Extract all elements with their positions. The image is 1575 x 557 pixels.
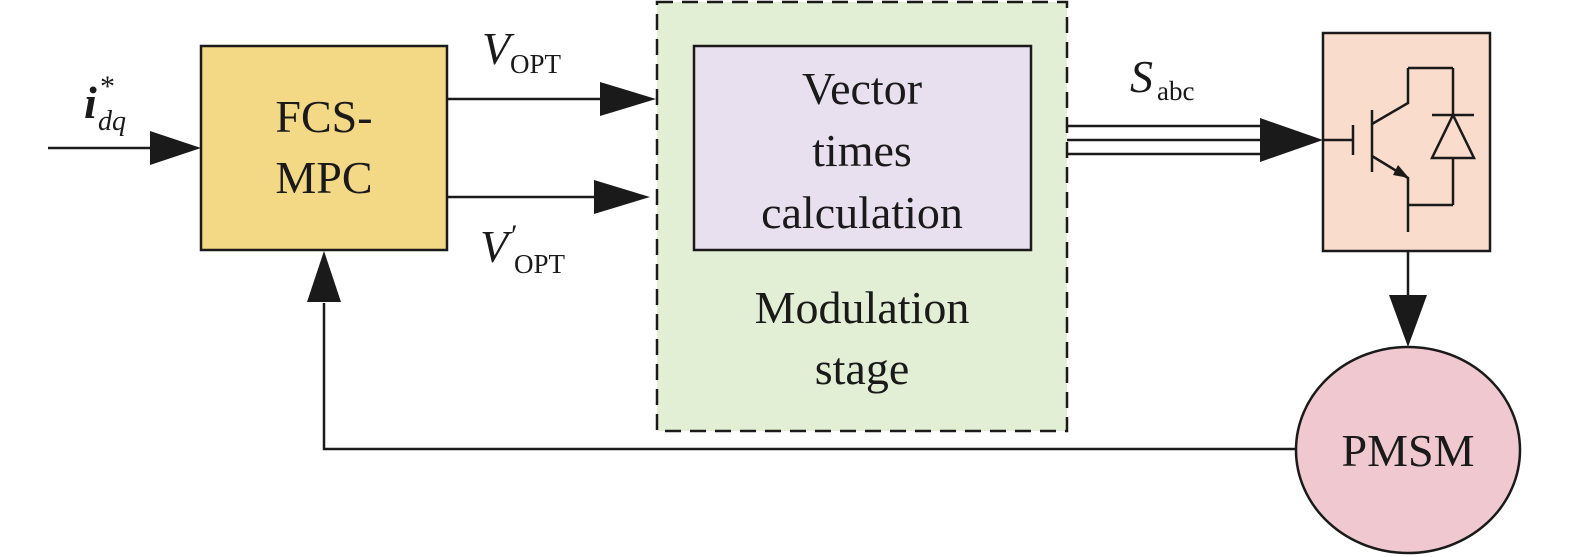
input-symbol: i [84,77,97,128]
pmsm-label: PMSM [1342,425,1475,476]
vopt-prime-mark: ′ [511,219,518,252]
vopt-prime-label: V ′ OPT [480,219,566,279]
fcs-mpc-label-line1: FCS- [275,91,372,142]
vopt-label: V OPT [482,23,562,79]
vector-times-calculation-box [692,44,1033,252]
vopt-subscript: OPT [510,49,562,79]
vector-calc-label-line1: Vector [802,63,922,114]
sabc-symbol: S [1130,51,1153,102]
input-superscript: * [100,70,115,103]
sabc-label: S abc [1130,51,1194,106]
feedback-arrowhead [307,251,341,302]
sabc-arrowhead [1260,118,1323,162]
sabc-subscript: abc [1157,76,1194,106]
pmsm-arrowhead [1389,295,1427,347]
fcs-mpc-box [199,44,449,252]
igbt-emitter-arrowhead [1393,165,1409,178]
vopt-prime-arrowhead [594,180,650,214]
fcs-mpc-label-line2: MPC [275,152,372,203]
input-current-label: i * dq [84,70,126,137]
input-arrowhead [150,131,201,165]
vopt-symbol: V [482,23,515,74]
modulation-label-line1: Modulation [755,282,970,333]
igbt-diode-switch-icon [1323,66,1477,232]
modulation-label-line2: stage [815,343,910,394]
vopt-prime-subscript: OPT [514,249,566,279]
vopt-arrowhead [600,82,656,116]
input-subscript: dq [98,106,126,137]
inverter-box [1321,31,1492,253]
vector-calc-label-line3: calculation [761,187,963,238]
vopt-prime-symbol: V [480,221,513,272]
feedback-line [322,303,1296,451]
vector-calc-label-line2: times [812,125,912,176]
